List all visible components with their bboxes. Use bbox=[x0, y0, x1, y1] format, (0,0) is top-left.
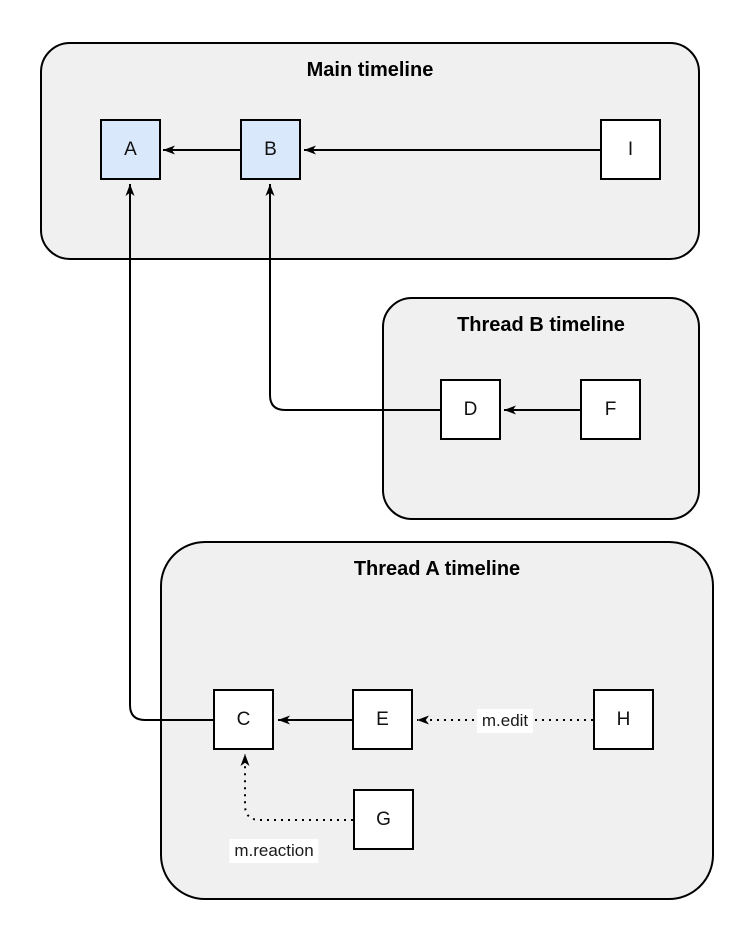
node-label-i: I bbox=[627, 138, 634, 160]
node-label-h: H bbox=[616, 708, 631, 730]
node-label-e: E bbox=[376, 708, 389, 730]
node-event-g: G bbox=[353, 789, 414, 850]
node-label-c: C bbox=[236, 708, 251, 730]
container-thread-b-timeline: Thread B timeline bbox=[382, 297, 700, 520]
node-event-e: E bbox=[352, 689, 413, 750]
node-label-b: B bbox=[264, 138, 277, 160]
container-title-thread-b: Thread B timeline bbox=[457, 314, 625, 336]
node-label-a: A bbox=[124, 138, 137, 160]
container-title-main: Main timeline bbox=[306, 59, 434, 81]
edge-label-m-reaction: m.reaction bbox=[229, 839, 319, 863]
node-label-f: F bbox=[604, 398, 617, 420]
node-event-h: H bbox=[593, 689, 654, 750]
node-label-d: D bbox=[463, 398, 478, 420]
node-label-g: G bbox=[376, 808, 391, 830]
node-event-a: A bbox=[100, 119, 161, 180]
container-title-thread-a: Thread A timeline bbox=[353, 558, 521, 580]
node-event-i: I bbox=[600, 119, 661, 180]
node-event-d: D bbox=[440, 379, 501, 440]
node-event-f: F bbox=[580, 379, 641, 440]
node-event-c: C bbox=[213, 689, 274, 750]
node-event-b: B bbox=[240, 119, 301, 180]
edge-label-m-edit: m.edit bbox=[476, 709, 534, 733]
